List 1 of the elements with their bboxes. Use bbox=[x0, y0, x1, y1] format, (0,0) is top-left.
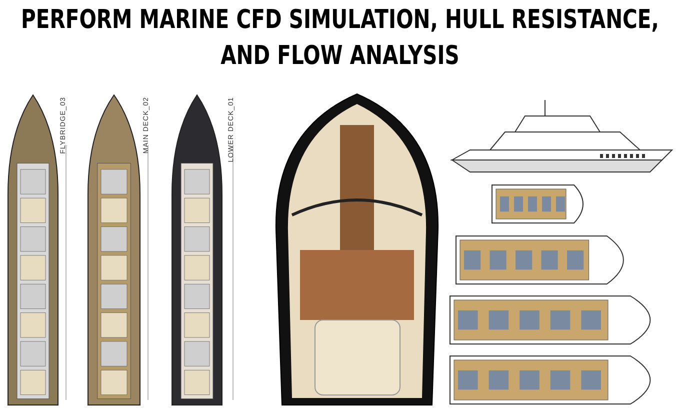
title: PERFORM MARINE CFD SIMULATION, HULL RESISTANCE, AND FLOW ANALYSIS bbox=[20, 4, 660, 73]
